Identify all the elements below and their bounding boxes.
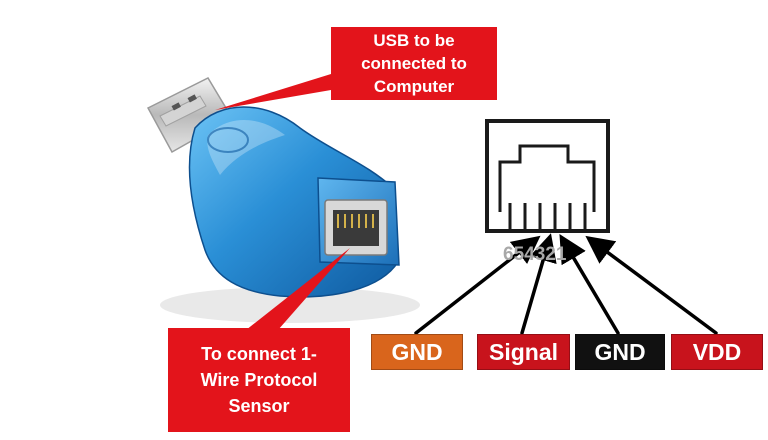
rj-socket <box>324 199 388 256</box>
body-highlight <box>207 120 285 175</box>
arrow-signal <box>520 233 557 335</box>
gnd-label-right: GND <box>575 334 665 370</box>
jack-pins <box>508 203 587 231</box>
jack-outline <box>485 119 610 233</box>
usb-callout: USB to be connected to Computer <box>331 27 497 100</box>
logo-emboss <box>207 127 249 153</box>
usb-adapter-image <box>146 77 420 323</box>
arrow-gnd-left <box>414 235 541 335</box>
sensor-callout-text: To connect 1-Wire Protocol Sensor <box>200 344 318 416</box>
arrow-vdd <box>585 235 718 335</box>
signal-label: Signal <box>477 334 570 370</box>
usb-callout-pointer <box>215 74 331 110</box>
pin-arrows <box>414 233 718 335</box>
rj-jack-schematic <box>485 119 610 233</box>
vdd-label: VDD <box>671 334 763 370</box>
sensor-callout-pointer <box>246 248 350 330</box>
jack-pin-numbers: 654321 <box>503 244 567 265</box>
gnd-label-left: GND <box>371 334 463 370</box>
usb-callout-text: USB to be connected to Computer <box>361 31 467 96</box>
jack-inner-outline <box>498 144 596 212</box>
arrow-gnd-right <box>559 233 620 335</box>
sensor-callout: To connect 1-Wire Protocol Sensor <box>168 328 350 432</box>
